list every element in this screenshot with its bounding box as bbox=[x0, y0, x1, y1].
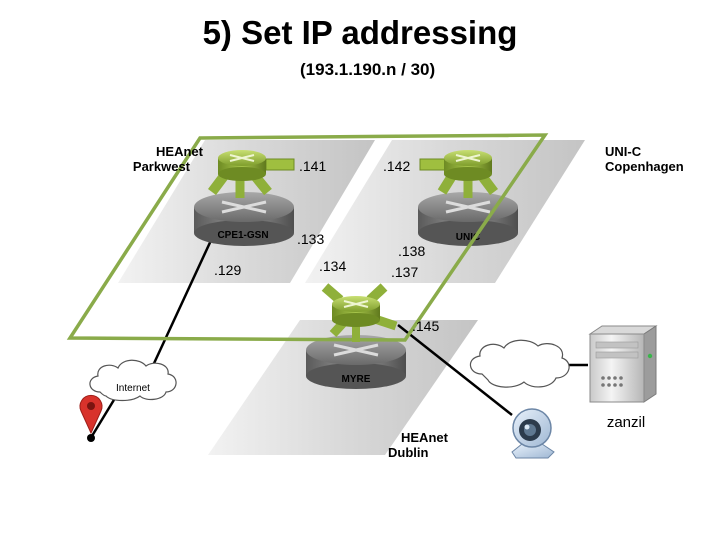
parkwest-site-label-line2: Parkwest bbox=[133, 159, 191, 174]
webcam-icon[interactable] bbox=[511, 408, 555, 459]
address-129: .129 bbox=[214, 262, 241, 278]
unic-router-label: UNIC bbox=[456, 232, 480, 243]
address-133: .133 bbox=[297, 231, 324, 247]
parkwest-green-router[interactable] bbox=[208, 150, 295, 198]
copenhagen-site-label-line1: UNI-C bbox=[605, 144, 642, 159]
internet-cloud-label: Internet bbox=[116, 383, 150, 394]
copenhagen-site-label-line2: Copenhagen bbox=[605, 159, 684, 174]
server-label: zanzil bbox=[607, 414, 645, 431]
address-138: .138 bbox=[398, 243, 425, 259]
cpe1-gsn-router-label: CPE1-GSN bbox=[217, 230, 268, 241]
dublin-site-label-line1: HEAnet bbox=[401, 430, 449, 445]
unic-router[interactable]: UNIC bbox=[418, 192, 518, 246]
location-pin-icon bbox=[79, 394, 103, 442]
myre-router[interactable]: MYRE bbox=[306, 335, 406, 389]
internet-cloud: Internet bbox=[89, 359, 177, 402]
server-cloud bbox=[469, 339, 570, 388]
address-134: .134 bbox=[319, 258, 346, 274]
cpe1-gsn-router[interactable]: CPE1-GSN bbox=[194, 192, 294, 246]
address-142: .142 bbox=[383, 158, 410, 174]
myre-green-router[interactable] bbox=[321, 283, 398, 342]
slide-title: 5) Set IP addressing bbox=[202, 14, 518, 51]
green-routing-region bbox=[66, 133, 549, 342]
myre-router-label: MYRE bbox=[342, 374, 371, 385]
server-icon[interactable] bbox=[588, 325, 658, 403]
slide-subtitle: (193.1.190.n / 30) bbox=[300, 60, 436, 79]
unic-green-router[interactable] bbox=[419, 150, 498, 198]
address-137: .137 bbox=[391, 264, 418, 280]
camera-link bbox=[397, 324, 513, 416]
address-141: .141 bbox=[299, 158, 326, 174]
parkwest-site-label-line1: HEAnet bbox=[156, 144, 204, 159]
dublin-site-label-line2: Dublin bbox=[388, 445, 428, 460]
address-145: .145 bbox=[412, 318, 439, 334]
